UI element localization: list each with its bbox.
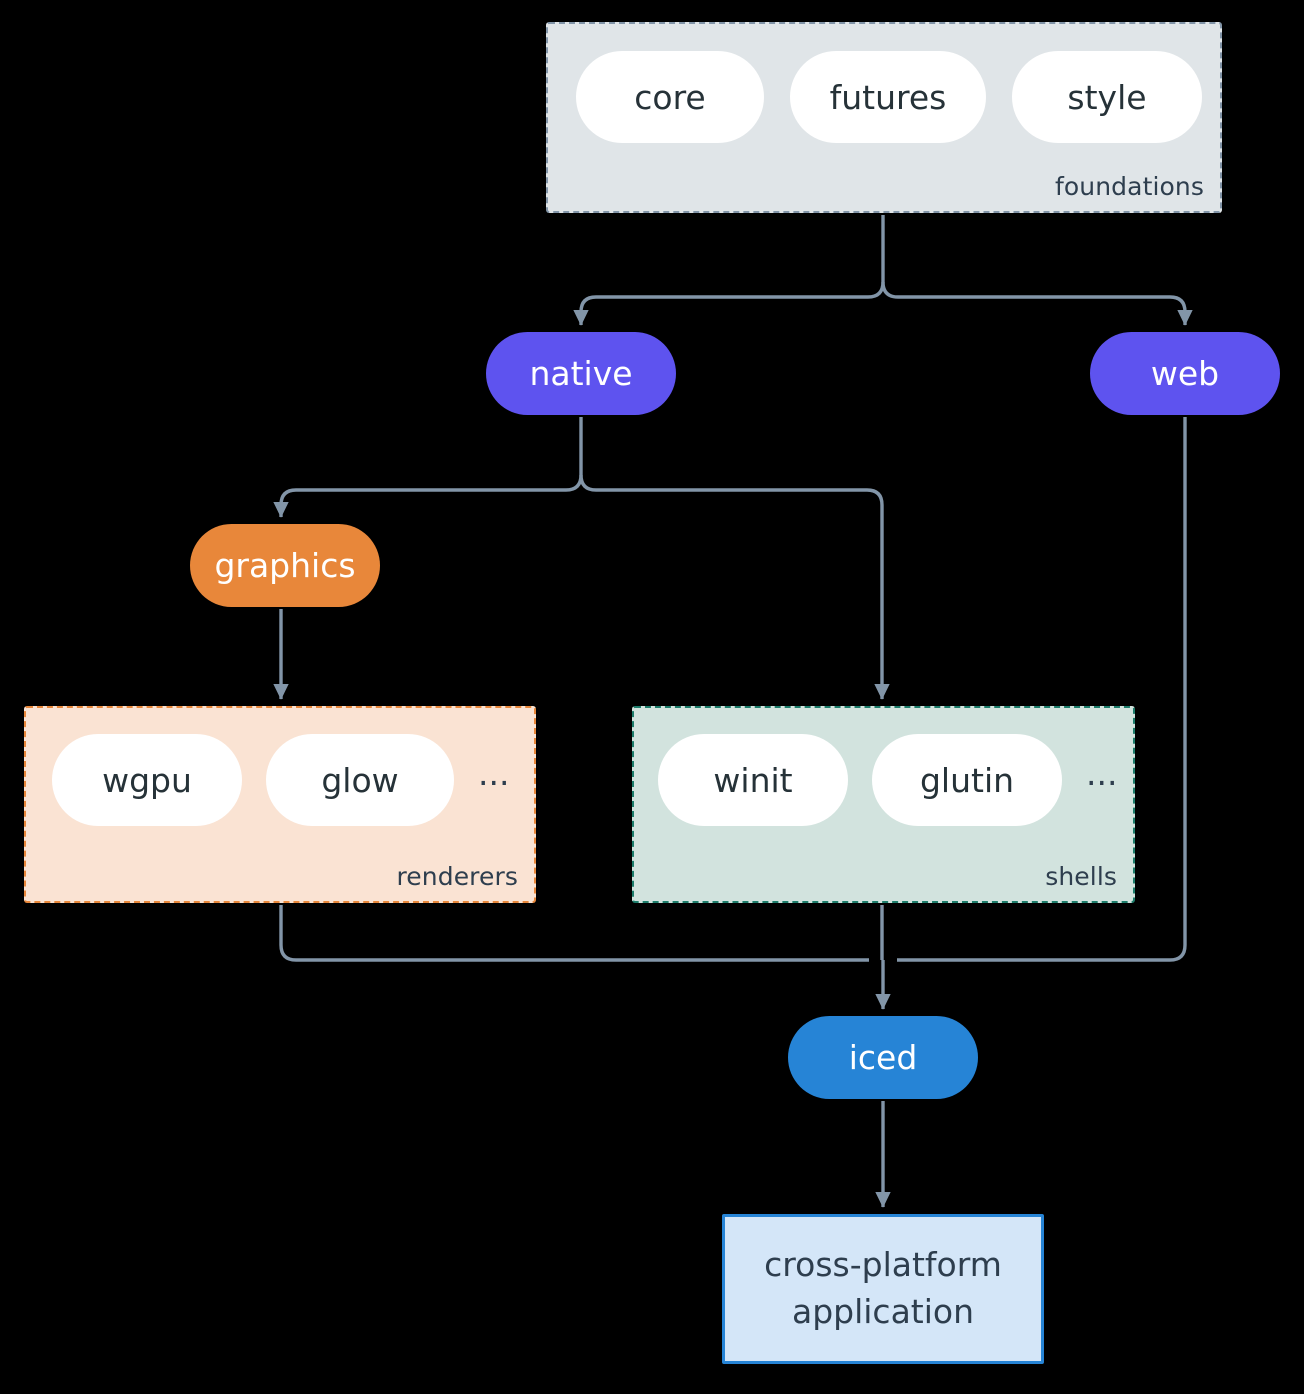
chip-glow[interactable]: glow: [266, 734, 454, 826]
node-graphics[interactable]: graphics: [190, 524, 380, 607]
chip-wgpu[interactable]: wgpu: [52, 734, 242, 826]
edge-native-shells: [579, 474, 890, 700]
application-line-2: application: [791, 1292, 975, 1331]
group-renderers[interactable]: wgpu glow ... renderers: [24, 706, 536, 903]
edge-native-graphics: [273, 474, 583, 518]
chip-winit[interactable]: winit: [658, 734, 848, 826]
edge-foundations-native: [573, 281, 885, 326]
chip-style[interactable]: style: [1012, 51, 1202, 143]
group-label-shells: shells: [1045, 862, 1117, 891]
group-foundations[interactable]: core futures style foundations: [546, 22, 1222, 213]
shells-items: winit glutin ...: [634, 708, 1133, 826]
group-shells[interactable]: winit glutin ... shells: [632, 706, 1135, 903]
chip-glutin[interactable]: glutin: [872, 734, 1062, 826]
group-label-foundations: foundations: [1055, 172, 1204, 201]
chip-core[interactable]: core: [576, 51, 764, 143]
group-label-renderers: renderers: [396, 862, 518, 891]
shells-more-ellipsis: ...: [1086, 753, 1118, 793]
renderers-more-ellipsis: ...: [478, 753, 510, 793]
foundations-items: core futures style: [548, 24, 1220, 143]
node-cross-platform-application[interactable]: cross-platform application: [722, 1214, 1044, 1364]
node-web[interactable]: web: [1090, 332, 1280, 415]
renderers-items: wgpu glow ...: [26, 708, 534, 826]
edge-foundations-web: [881, 281, 1193, 326]
application-line-1: cross-platform: [764, 1245, 1002, 1285]
node-native[interactable]: native: [486, 332, 676, 415]
node-iced[interactable]: iced: [788, 1016, 978, 1099]
chip-futures[interactable]: futures: [790, 51, 986, 143]
edge-renderers-iced: [279, 905, 869, 962]
